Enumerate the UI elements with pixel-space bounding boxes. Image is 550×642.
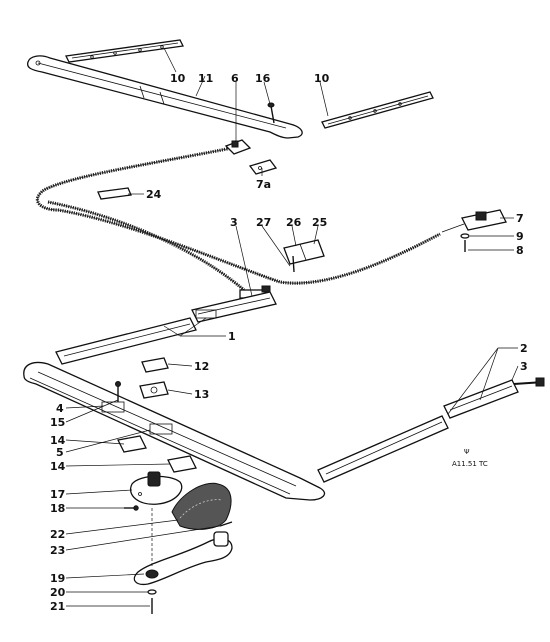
callout-25: 25: [312, 216, 327, 229]
callout-18: 18: [50, 502, 65, 515]
callout-24: 24: [146, 188, 162, 201]
callout-17: 17: [50, 488, 65, 501]
screw-18: [124, 505, 139, 511]
bracket-26-25: [283, 239, 325, 265]
guide-rail-1: [55, 291, 277, 365]
callout-10-left: 10: [170, 72, 186, 85]
drive-cable-inner: [47, 200, 246, 292]
frame-front-11: [26, 55, 303, 139]
callout-4: 4: [56, 402, 64, 415]
callout-26: 26: [286, 216, 302, 229]
guide-block-7: [441, 209, 507, 233]
reference-mark: Ψ A11.51 TC: [452, 448, 488, 468]
callout-12: 12: [194, 360, 209, 373]
cable-guide-6: [224, 139, 252, 155]
callout-9: 9: [516, 230, 524, 243]
plate-14-upper: [117, 435, 147, 453]
callout-1: 1: [228, 330, 236, 343]
clip-12: [141, 357, 169, 373]
side-rail-2: [317, 379, 519, 483]
callout-7: 7: [516, 212, 524, 225]
bracket-7a: [248, 159, 278, 175]
callout-20: 20: [50, 586, 66, 599]
washer-9: [460, 233, 470, 239]
rail-strip-10-right: [321, 91, 434, 129]
callout-10-right: 10: [314, 72, 330, 85]
callout-23: 23: [50, 544, 65, 557]
callout-14-lower: 14: [50, 460, 66, 473]
callout-15: 15: [50, 416, 65, 429]
callout-5: 5: [56, 446, 64, 459]
leader-lines: [65, 47, 519, 607]
callout-14-upper: 14: [50, 434, 66, 447]
main-frame-4: [23, 361, 326, 501]
drive-cable-outer: [35, 146, 441, 285]
screw-23: [219, 521, 233, 527]
callout-19: 19: [50, 572, 65, 585]
screw-15: [115, 381, 121, 402]
callout-13: 13: [194, 388, 209, 401]
screw-27: [292, 255, 295, 273]
reference-symbol: Ψ: [464, 448, 470, 456]
callout-3-lower: 3: [520, 360, 528, 373]
clip-13: [139, 381, 169, 399]
callout-21: 21: [50, 600, 65, 613]
callout-22: 22: [50, 528, 65, 541]
callout-11: 11: [198, 72, 213, 85]
washer-20: [147, 589, 157, 595]
crank-housing-17: [130, 471, 183, 505]
callout-6: 6: [231, 72, 239, 85]
callout-27: 27: [256, 216, 271, 229]
callout-8: 8: [516, 244, 524, 257]
reference-code: A11.51 TC: [452, 460, 488, 468]
bracket-24: [97, 187, 132, 200]
callout-16: 16: [255, 72, 271, 85]
crank-handle-19: [133, 531, 233, 586]
rail-strip-10-left: [65, 39, 184, 63]
callout-2: 2: [520, 342, 528, 355]
callout-7a: 7a: [256, 178, 271, 191]
callout-numbers: 10 11 6 16 10 7a 24 7 9 8 3 27 26 25 1 1…: [50, 72, 528, 613]
cable-end-3: [513, 377, 545, 387]
plate-14-lower: [167, 455, 197, 473]
callout-3-upper: 3: [230, 216, 238, 229]
screw-16: [267, 102, 275, 124]
